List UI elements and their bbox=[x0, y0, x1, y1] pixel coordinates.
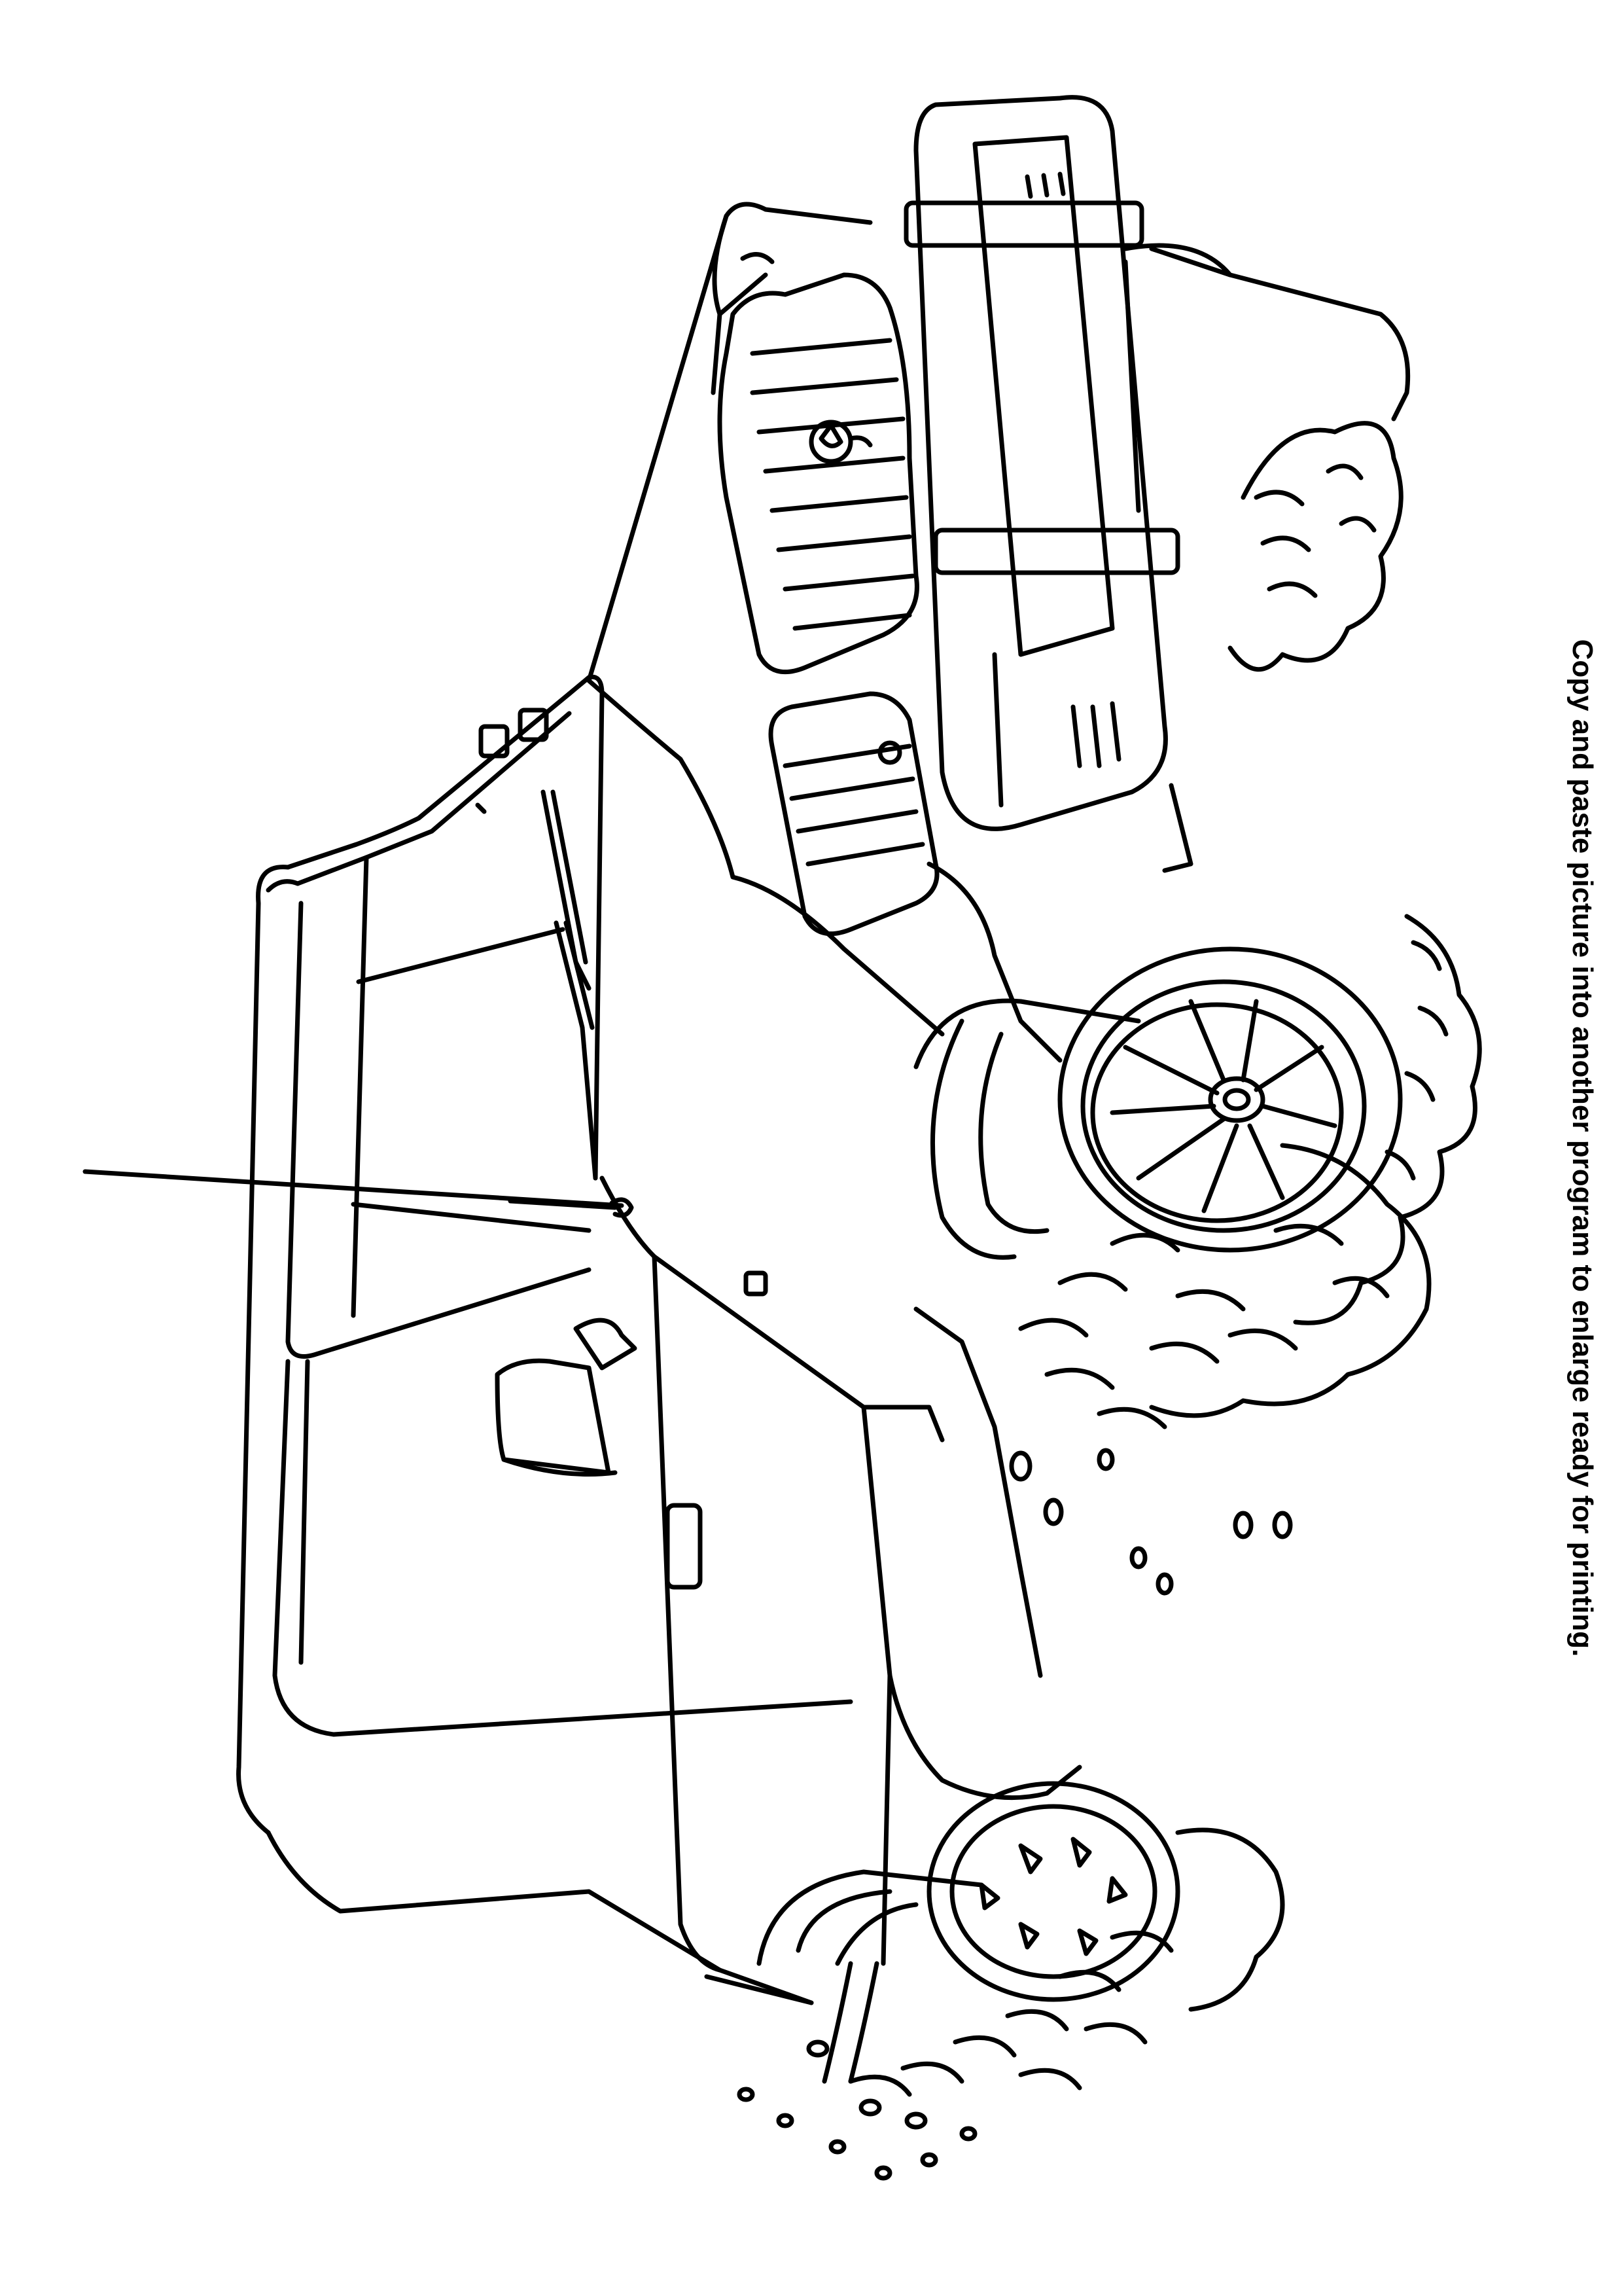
windshield bbox=[285, 802, 591, 1359]
rear-wheel bbox=[756, 1781, 1180, 2002]
water-splash bbox=[848, 421, 1482, 2097]
hood bbox=[586, 202, 873, 880]
wipers bbox=[478, 708, 598, 1181]
body-side bbox=[266, 874, 1082, 2005]
rear-body bbox=[704, 1961, 879, 2084]
cab-outline bbox=[236, 674, 605, 1835]
front-wheel bbox=[913, 946, 1403, 1260]
headlight bbox=[768, 691, 940, 937]
grille bbox=[717, 272, 919, 675]
front-bumper bbox=[927, 243, 1411, 1063]
side-mirror bbox=[495, 1318, 637, 1477]
bull-bar bbox=[904, 95, 1180, 831]
door bbox=[272, 1270, 853, 1737]
water-droplets bbox=[737, 1448, 1293, 2181]
print-instruction-caption: Copy and paste picture into another prog… bbox=[1566, 639, 1598, 1657]
